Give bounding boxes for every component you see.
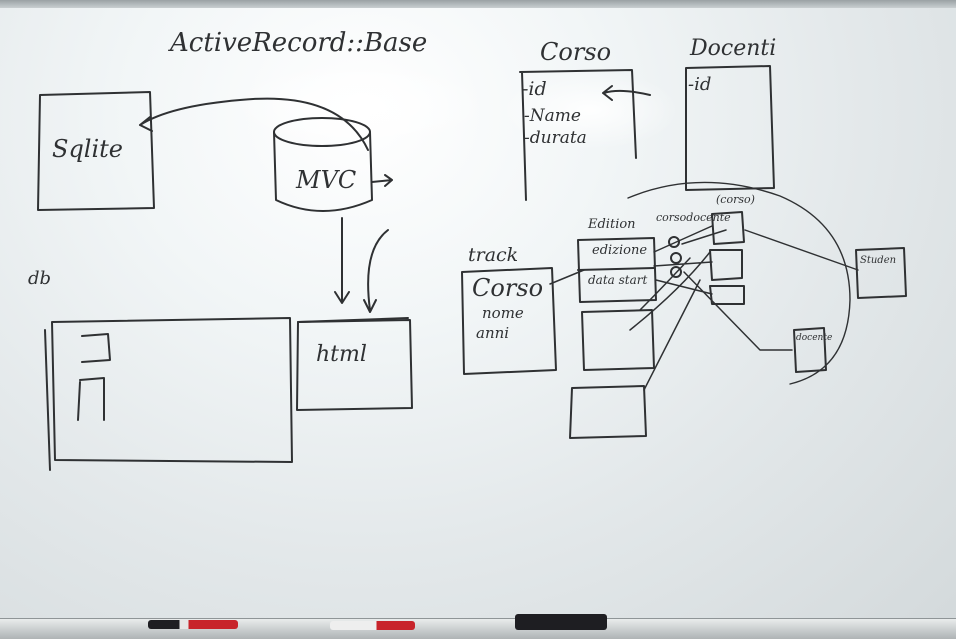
edition-field: edizione [592, 243, 648, 258]
corso-stack [709, 211, 745, 305]
track-box [461, 267, 557, 375]
html-box [296, 319, 413, 411]
docenti-field: -id [688, 74, 712, 95]
docente-box [793, 327, 827, 373]
red-marker-2[interactable] [330, 621, 415, 630]
edition-stack [569, 309, 655, 439]
relation-circle [627, 181, 851, 385]
docenti-table-title: Docenti [690, 36, 777, 61]
mvc-label: MVC [296, 166, 357, 194]
board-title: ActiveRecord::Base [170, 28, 428, 58]
eraser[interactable] [515, 614, 607, 630]
docente-label: docente [796, 333, 833, 343]
corso-field: -id [522, 78, 547, 100]
marker-tray [0, 618, 956, 639]
mvc-to-html-arrow [334, 217, 350, 304]
html-return-arrow [363, 229, 389, 313]
connector-lines [549, 225, 793, 391]
corso-table [519, 69, 637, 201]
edition-box [577, 237, 657, 303]
track-heading: Corso [472, 274, 544, 302]
edition-group-label: (corso) [716, 193, 755, 206]
edition-side-label: corsodocente [656, 211, 731, 224]
corso-field: -durata [524, 128, 587, 148]
docenti-table [685, 65, 775, 191]
track-line: anni [476, 324, 510, 342]
light-glare [500, 70, 680, 150]
track-line: nome [482, 304, 524, 322]
mvc-to-sqlite-arc [139, 97, 369, 151]
student-box [855, 247, 907, 299]
mvc-cylinder [273, 117, 373, 212]
corso-id-arrow [602, 85, 651, 101]
mvc-arrow-right [371, 174, 393, 187]
track-title: track [468, 244, 519, 266]
sqlite-label: Sqlite [52, 135, 124, 163]
layout-box [51, 317, 293, 463]
db-label: db [28, 268, 52, 289]
sqlite-box [37, 91, 155, 211]
edition-field: data start [588, 273, 648, 287]
student-label: Studen [860, 255, 897, 266]
corso-field: -Name [524, 106, 581, 126]
edition-title: Edition [588, 217, 636, 232]
red-marker[interactable] [148, 620, 238, 629]
corso-table-title: Corso [540, 38, 612, 66]
whiteboard-frame [0, 0, 956, 8]
html-label: html [316, 342, 367, 367]
layout-inner-marks [77, 333, 111, 421]
